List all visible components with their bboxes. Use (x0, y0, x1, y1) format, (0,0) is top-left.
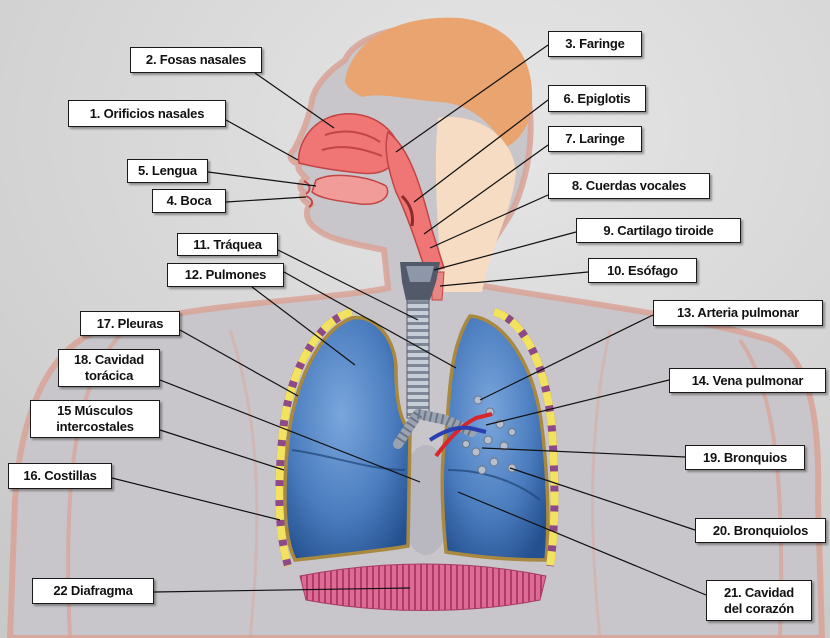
label-text: 10. Esófago (593, 263, 692, 279)
label-vena-pulmonar: 14. Vena pulmonar (669, 368, 826, 393)
label-musculos-intercostales: 15 Músculos intercostales (30, 400, 160, 438)
label-fosas-nasales: 2. Fosas nasales (130, 47, 262, 73)
label-cartilago-tiroide: 9. Cartilago tiroide (576, 218, 741, 243)
label-text: 19. Bronquios (690, 450, 800, 466)
label-text: 12. Pulmones (172, 267, 279, 283)
label-text-line-1: 18. Cavidad (63, 352, 155, 368)
label-cuerdas-vocales: 8. Cuerdas vocales (548, 173, 710, 199)
label-text-line-2: del corazón (711, 601, 807, 617)
label-text: 1. Orificios nasales (73, 106, 221, 122)
label-arteria-pulmonar: 13. Arteria pulmonar (653, 300, 823, 326)
label-text-line-2: torácica (63, 368, 155, 384)
label-bronquios: 19. Bronquios (685, 445, 805, 470)
label-traquea: 11. Tráquea (177, 233, 278, 256)
label-orificios-nasales: 1. Orificios nasales (68, 100, 226, 127)
diaphragm (300, 564, 546, 611)
thyroid-cartilage (406, 266, 434, 282)
label-laringe: 7. Laringe (548, 126, 642, 152)
label-text: 9. Cartilago tiroide (581, 223, 736, 239)
label-text: 5. Lengua (132, 163, 203, 179)
label-costillas: 16. Costillas (8, 463, 112, 489)
trachea (407, 300, 429, 418)
label-text: 4. Boca (157, 193, 221, 209)
label-text: 2. Fosas nasales (135, 52, 257, 68)
label-text: 14. Vena pulmonar (674, 373, 821, 389)
label-cavidad-toracica: 18. Cavidad torácica (58, 349, 160, 387)
label-text-line-1: 15 Músculos (35, 403, 155, 419)
label-text: 3. Faringe (553, 36, 637, 52)
label-text: 13. Arteria pulmonar (658, 305, 818, 321)
label-boca: 4. Boca (152, 189, 226, 213)
label-text: 16. Costillas (13, 468, 107, 484)
label-diafragma: 22 Diafragma (32, 578, 154, 604)
label-pleuras: 17. Pleuras (80, 311, 180, 336)
label-text-line-2: intercostales (35, 419, 155, 435)
label-text: 11. Tráquea (182, 237, 273, 253)
label-epiglotis: 6. Epiglotis (548, 85, 646, 112)
label-text: 8. Cuerdas vocales (553, 178, 705, 194)
label-lengua: 5. Lengua (127, 159, 208, 183)
label-text: 20. Bronquiolos (700, 523, 821, 539)
label-pulmones: 12. Pulmones (167, 263, 284, 287)
label-text: 22 Diafragma (37, 583, 149, 599)
label-text: 17. Pleuras (85, 316, 175, 332)
label-text-line-1: 21. Cavidad (711, 585, 807, 601)
label-bronquiolos: 20. Bronquiolos (695, 518, 826, 543)
label-faringe: 3. Faringe (548, 31, 642, 57)
label-cavidad-corazon: 21. Cavidad del corazón (706, 580, 812, 621)
label-text: 7. Laringe (553, 131, 637, 147)
label-text: 6. Epiglotis (553, 91, 641, 107)
label-esofago: 10. Esófago (588, 258, 697, 283)
